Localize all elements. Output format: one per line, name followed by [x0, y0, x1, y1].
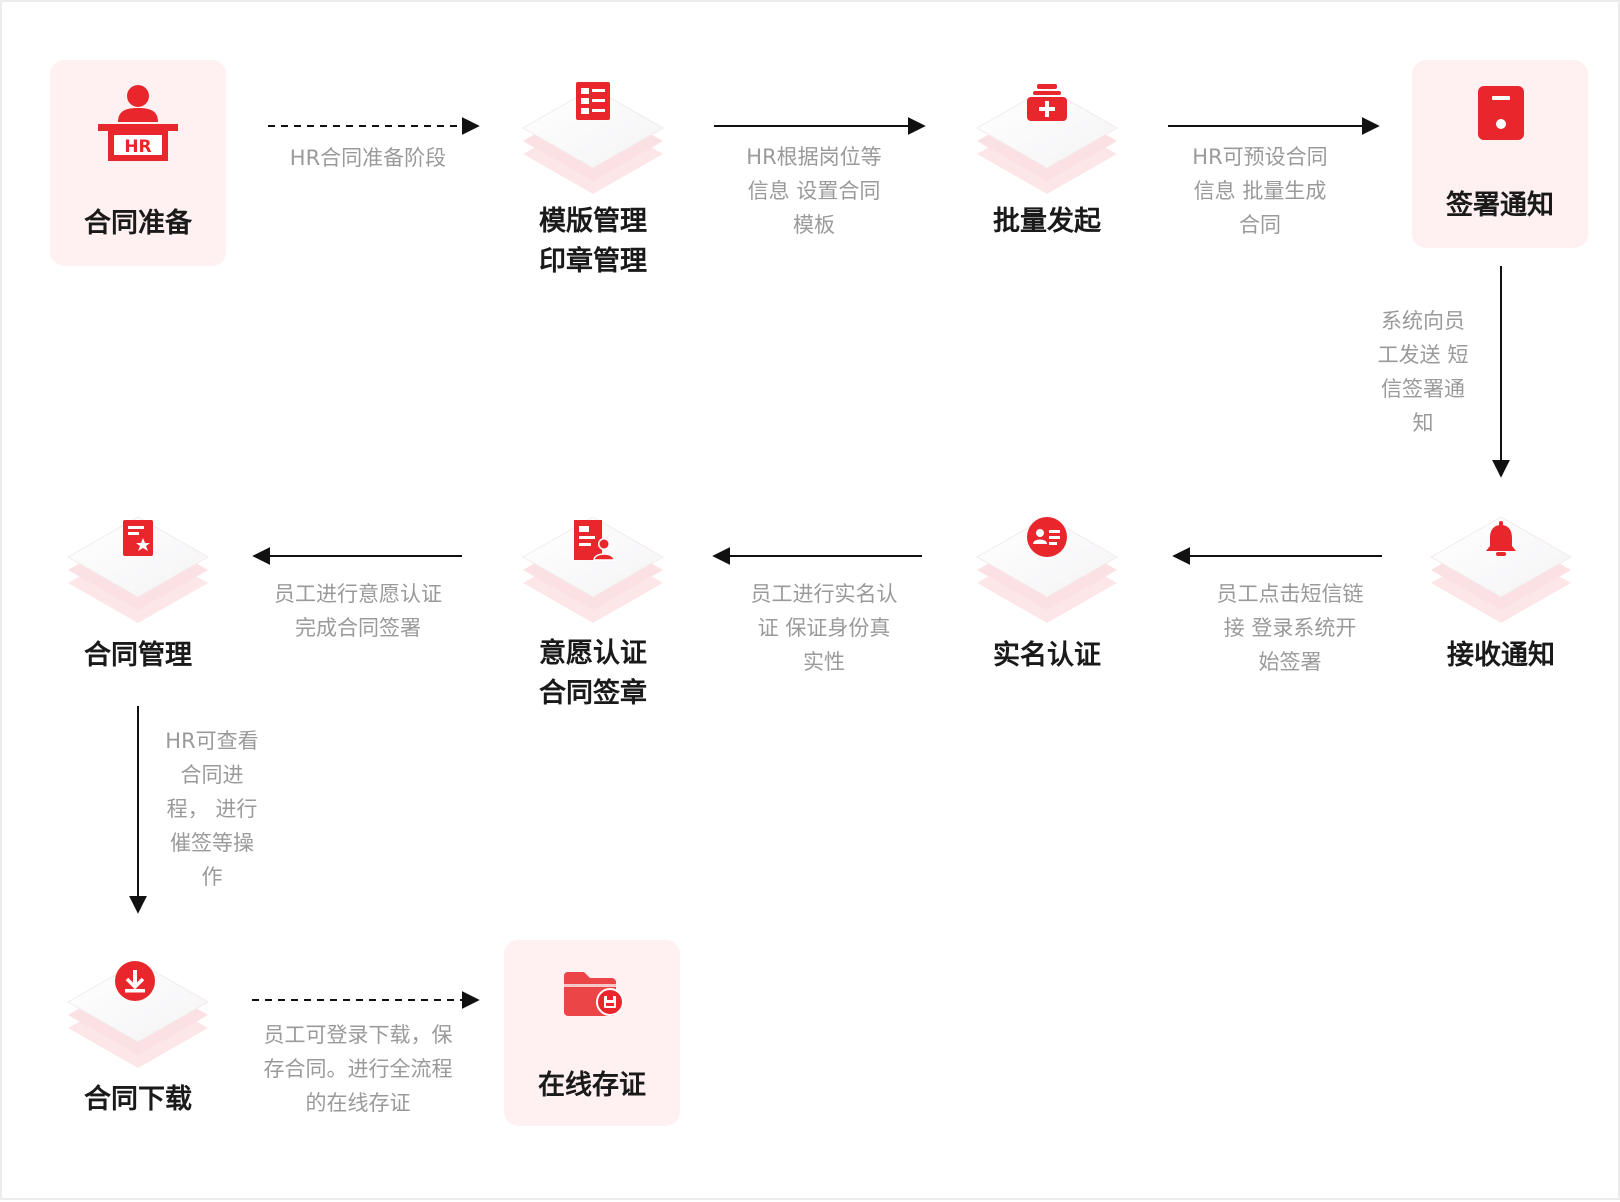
step-desc-6: 员工进行实名认 证 保证身份真 实性	[750, 582, 898, 674]
hr-desk-label: HR	[124, 137, 151, 157]
node-title-prep: 合同准备	[84, 208, 192, 239]
node-title-receive: 接收通知	[1447, 640, 1555, 671]
step-desc-8: HR可查看 合同进 程， 进行 催签等操 作	[165, 729, 259, 889]
node-title-batch: 批量发起	[993, 206, 1101, 237]
node-title-will: 意愿认证 合同签章	[539, 638, 647, 709]
phone-notification-icon	[1476, 84, 1526, 146]
pedestal-batch	[975, 87, 1119, 194]
pedestal-template	[521, 87, 665, 194]
card-evidence	[504, 940, 680, 1126]
node-title-manage: 合同管理	[84, 640, 192, 671]
node-title-download: 合同下载	[84, 1084, 192, 1115]
node-title-realname: 实名认证	[993, 640, 1101, 671]
document-list-icon	[572, 80, 614, 126]
contract-person-icon	[572, 518, 616, 566]
step-desc-7: 员工进行意愿认证 完成合同签署	[274, 582, 442, 640]
id-card-icon	[1026, 516, 1068, 562]
step-desc-5: 员工点击短信链 接 登录系统开 始签署	[1216, 582, 1364, 674]
step-desc-4: 系统向员 工发送 短 信签署通 知	[1377, 309, 1469, 435]
node-title-notify: 签署通知	[1446, 190, 1554, 221]
pedestal-manage	[66, 516, 210, 623]
node-title-evidence: 在线存证	[538, 1070, 646, 1101]
download-icon	[114, 960, 156, 1006]
document-star-icon	[121, 518, 155, 562]
pedestal-receive	[1429, 516, 1573, 623]
step-desc-2: HR根据岗位等 信息 设置合同 模板	[746, 145, 882, 237]
step-desc-3: HR可预设合同 信息 批量生成 合同	[1192, 145, 1328, 237]
folder-save-icon	[562, 970, 626, 1022]
step-desc-1: HR合同准备阶段	[289, 146, 447, 170]
bell-icon	[1484, 520, 1518, 562]
pedestal-realname	[975, 516, 1119, 623]
step-desc-9: 员工可登录下载，保 存合同。进行全流程 的在线存证	[263, 1023, 453, 1115]
node-title-template: 模版管理 印章管理	[539, 206, 647, 277]
pedestal-download	[66, 961, 210, 1068]
hr-desk-icon: HR	[96, 82, 180, 170]
medical-case-icon	[1025, 82, 1069, 128]
